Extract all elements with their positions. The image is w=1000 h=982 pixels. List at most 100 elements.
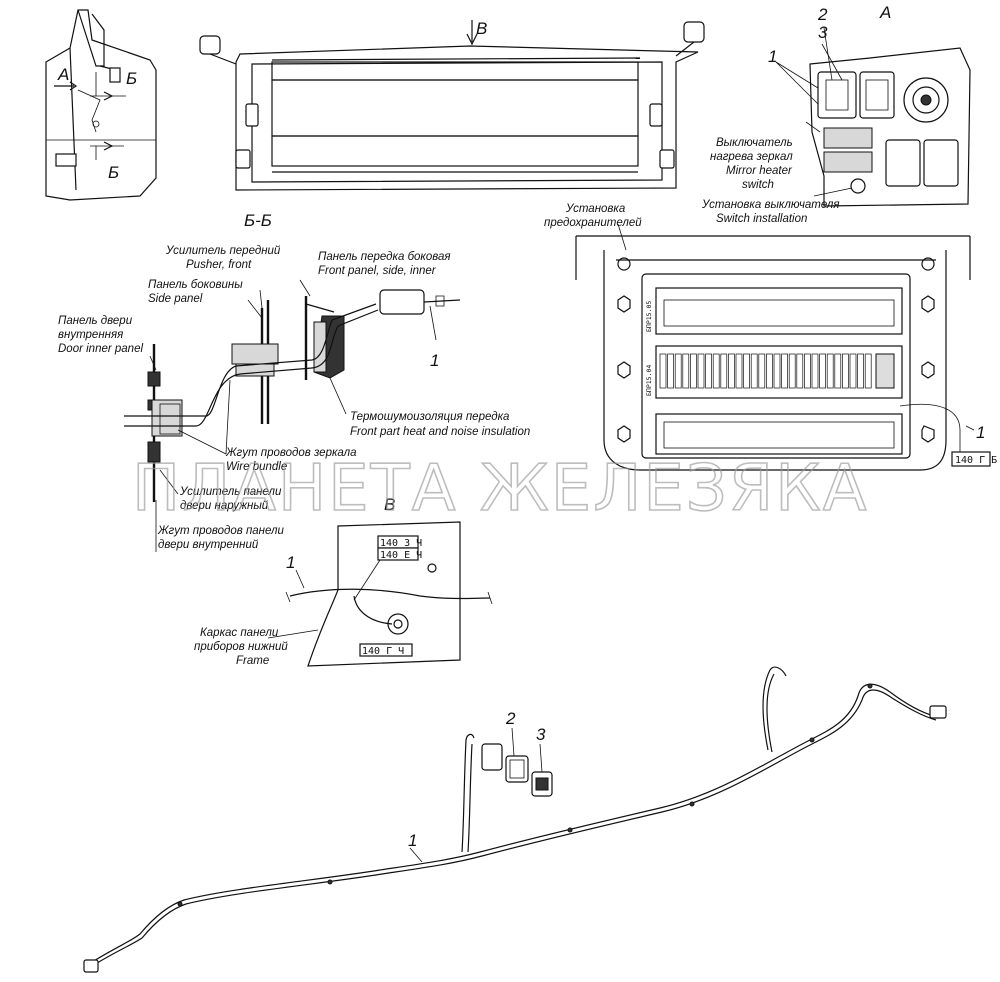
label-side-panel: Панель боковины Side panel bbox=[148, 279, 243, 305]
label-front-panel-side: Панель передка боковая Front panel, side… bbox=[318, 251, 451, 277]
fuse-cell bbox=[842, 353, 849, 389]
fuse-cell bbox=[796, 353, 804, 389]
fuse-cell bbox=[834, 353, 842, 389]
svg-text:приборов нижний: приборов нижний bbox=[194, 641, 288, 653]
svg-text:Усилитель передний: Усилитель передний bbox=[165, 245, 281, 257]
fuse-cell bbox=[766, 353, 773, 389]
svg-text:Каркас панели: Каркас панели bbox=[200, 627, 279, 639]
fuse-cell bbox=[826, 353, 834, 389]
marker-a: А bbox=[57, 65, 69, 84]
callout-3-harness: 3 bbox=[536, 725, 546, 744]
svg-text:Установка: Установка bbox=[565, 203, 625, 215]
fuse-cell bbox=[728, 353, 735, 389]
fuse-cell bbox=[773, 353, 781, 389]
fuse-block-1-tag: БПР15.05 bbox=[645, 301, 653, 332]
fuse-installation: БПР15.05 БПР15.04 140 Г Б 1 Установка пр… bbox=[544, 203, 997, 471]
section-bb-title: Б-Б bbox=[244, 211, 272, 230]
label-fuse-install: Установка предохранителей bbox=[544, 203, 642, 229]
fuse-cell bbox=[705, 353, 712, 389]
svg-text:Switch installation: Switch installation bbox=[716, 213, 807, 225]
callout-2-view-a: 2 bbox=[817, 5, 828, 24]
fuse-cell bbox=[857, 353, 864, 389]
svg-text:Термошумоизоляция передка: Термошумоизоляция передка bbox=[350, 411, 509, 423]
tag-140-g-b: 140 Г Б bbox=[955, 455, 997, 466]
label-pusher-front: Усилитель передний Pusher, front bbox=[165, 245, 281, 271]
marker-b-lower: Б bbox=[108, 163, 119, 182]
fuse-cell bbox=[804, 353, 811, 389]
watermark: ПЛАНЕТА ЖЕЛЕЗЯКА bbox=[132, 452, 868, 526]
svg-text:Wire bundle: Wire bundle bbox=[226, 461, 287, 473]
view-b-title: В bbox=[384, 495, 395, 514]
fuse-cell bbox=[712, 353, 720, 389]
callout-1-view-a: 1 bbox=[768, 47, 777, 66]
callout-3-view-a: 3 bbox=[818, 23, 828, 42]
callout-1-harness: 1 bbox=[408, 831, 417, 850]
fuse-row bbox=[659, 353, 895, 389]
label-door-inner-wire: Жгут проводов панели двери внутренний bbox=[157, 525, 285, 551]
relay-cell bbox=[875, 353, 895, 389]
tag-140-z-ch: 140 З Ч bbox=[380, 538, 422, 549]
svg-text:Front part heat and noise insu: Front part heat and noise insulation bbox=[350, 426, 530, 438]
svg-text:Установка выключателя: Установка выключателя bbox=[701, 199, 840, 211]
section-bb: Б-Б 1 Усилитель bbox=[58, 211, 530, 552]
svg-text:двери наружный: двери наружный bbox=[180, 500, 269, 512]
fuse-cell bbox=[849, 353, 857, 389]
label-heat-noise: Термошумоизоляция передка Front part hea… bbox=[350, 411, 530, 438]
svg-text:Панель боковины: Панель боковины bbox=[148, 279, 243, 291]
fuse-cell bbox=[781, 353, 788, 389]
fuse-cell bbox=[674, 353, 682, 389]
harness-overview: 1 2 3 bbox=[83, 666, 947, 973]
svg-text:Усилитель панели: Усилитель панели bbox=[179, 486, 282, 498]
svg-text:нагрева зеркал: нагрева зеркал bbox=[710, 151, 793, 163]
svg-text:Жгут проводов панели: Жгут проводов панели bbox=[157, 525, 285, 537]
callout-1-fuse: 1 bbox=[976, 423, 985, 442]
svg-text:Pusher, front: Pusher, front bbox=[186, 259, 252, 271]
label-mirror-switch: Выключатель нагрева зеркал Mirror heater… bbox=[710, 137, 793, 191]
svg-text:внутренняя: внутренняя bbox=[58, 329, 123, 341]
fuse-cell bbox=[682, 353, 690, 389]
arrow-b-label: В bbox=[476, 19, 487, 38]
svg-text:switch: switch bbox=[742, 179, 774, 191]
fuse-cell bbox=[743, 353, 750, 389]
label-switch-install: Установка выключателя Switch installatio… bbox=[701, 199, 840, 225]
door-edge-view: А Б Б bbox=[45, 9, 157, 201]
label-frame-lower: Каркас панели приборов нижний Frame bbox=[194, 627, 288, 667]
marker-b-upper: Б bbox=[126, 69, 137, 88]
fuse-cell bbox=[758, 353, 766, 389]
fuse-cell bbox=[659, 353, 667, 389]
callout-1-view-b: 1 bbox=[286, 553, 295, 572]
label-door-outer-reinforcement: Усилитель панели двери наружный bbox=[179, 486, 282, 512]
fuse-cell bbox=[690, 353, 697, 389]
fuse-block-2-tag: БПР15.04 bbox=[645, 365, 653, 396]
panel-top-view: В bbox=[199, 19, 705, 191]
tag-140-e-ch: 140 Е Ч bbox=[380, 550, 422, 561]
view-a: А 1 2 3 Выключатель нагрева зеркал Mirro… bbox=[701, 3, 971, 225]
fuse-cell bbox=[864, 353, 872, 389]
fuse-cell bbox=[811, 353, 819, 389]
callout-1-section: 1 bbox=[430, 351, 439, 370]
svg-text:Front panel, side, inner: Front panel, side, inner bbox=[318, 265, 437, 277]
fuse-cell bbox=[720, 353, 728, 389]
fuse-cell bbox=[697, 353, 705, 389]
svg-text:Панель передка боковая: Панель передка боковая bbox=[318, 251, 451, 263]
svg-text:Frame: Frame bbox=[236, 655, 269, 667]
svg-text:предохранителей: предохранителей bbox=[544, 217, 642, 229]
view-a-title: А bbox=[879, 3, 891, 22]
label-door-inner-panel: Панель двери внутренняя Door inner panel bbox=[58, 315, 143, 355]
label-mirror-wire: Жгут проводов зеркала Wire bundle bbox=[225, 447, 357, 473]
svg-text:двери внутренний: двери внутренний bbox=[158, 539, 259, 551]
svg-text:Выключатель: Выключатель bbox=[716, 137, 793, 149]
tag-140-g-ch: 140 Г Ч bbox=[362, 646, 404, 657]
fuse-cell bbox=[667, 353, 674, 389]
fuse-cell bbox=[788, 353, 796, 389]
svg-text:Door inner panel: Door inner panel bbox=[58, 343, 143, 355]
fuse-cell bbox=[750, 353, 758, 389]
fuse-cell bbox=[819, 353, 826, 389]
view-b: В 140 З Ч 140 Е Ч 140 Г Ч 1 Каркас панел… bbox=[194, 495, 493, 667]
fuse-cell bbox=[735, 353, 743, 389]
svg-text:Панель двери: Панель двери bbox=[58, 315, 133, 327]
svg-text:Mirror heater: Mirror heater bbox=[726, 165, 793, 177]
svg-text:Жгут проводов зеркала: Жгут проводов зеркала bbox=[225, 447, 357, 459]
svg-text:Side panel: Side panel bbox=[148, 293, 203, 305]
